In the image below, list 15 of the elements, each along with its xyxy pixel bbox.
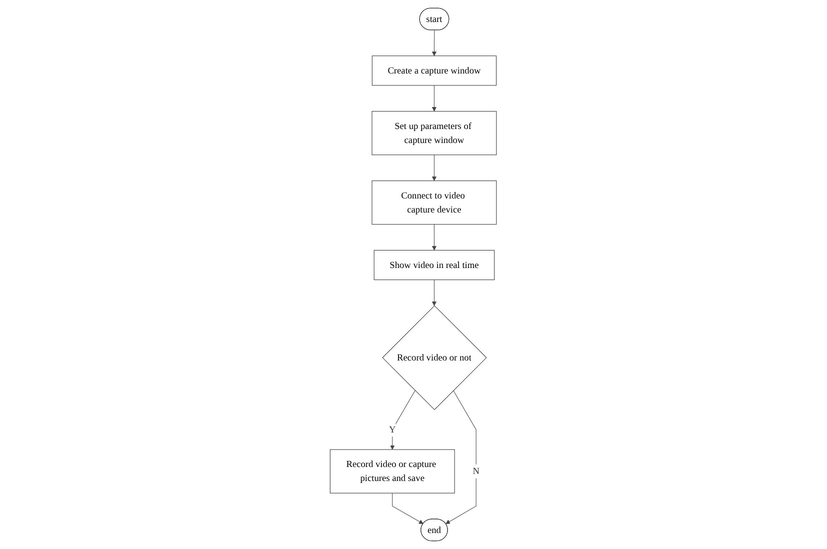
edge-label: Y [389, 424, 396, 435]
arrow [446, 390, 477, 524]
node-box: Record video or capture pictures and save [330, 449, 456, 494]
arrow [432, 30, 437, 56]
node-box: Connect to video capture device [372, 180, 497, 225]
arrow [432, 85, 437, 112]
node-box: Set up parameters of capture window [372, 111, 497, 156]
node-diamond: Record video or not [382, 305, 488, 410]
arrow [432, 224, 437, 250]
edge-label: N [472, 466, 480, 476]
arrow [432, 154, 437, 181]
node-box: Show video in real time [374, 250, 495, 280]
node-box: Create a capture window [372, 56, 497, 86]
arrow [392, 492, 424, 524]
arrow [432, 280, 437, 306]
